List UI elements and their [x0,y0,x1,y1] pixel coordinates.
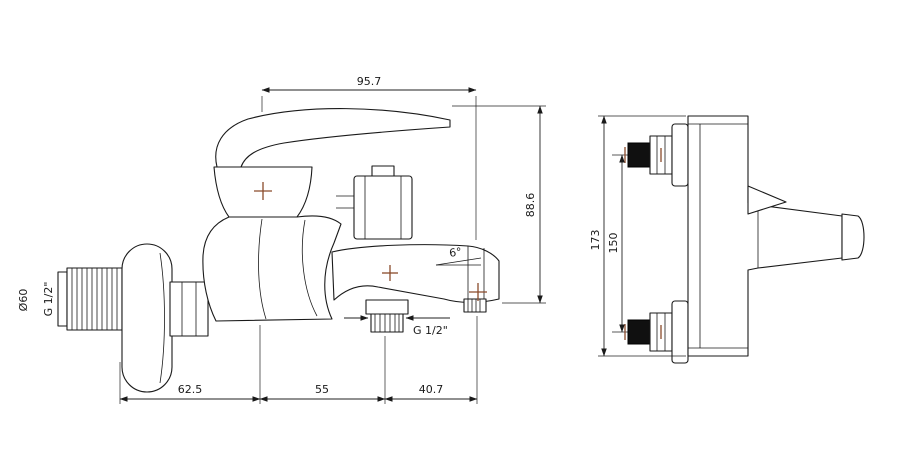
bottom-flange-edge [671,300,689,364]
side-handle-tip [747,185,787,215]
top-flange-edge [671,123,689,187]
dim-bottom-middle-label: 55 [315,383,329,396]
outlet-thread-hatching [374,314,400,332]
dim-top-width-label: 95.7 [357,75,382,88]
side-spout-tip [841,213,865,261]
hex-coupling [169,281,209,337]
diverter-knob [336,165,413,240]
front-view: 95.7 88.6 62.5 55 40.7 Ø60 G 1/2" 6° [17,75,546,404]
dim-center-distance-label: 150 [607,233,620,254]
center-marks-front [254,182,487,301]
inlet-nipple-endcap [57,271,68,327]
aerator [463,298,487,313]
dim-bottom-left-label: 62.5 [178,383,203,396]
front-dimensions: 95.7 88.6 62.5 55 40.7 Ø60 G 1/2" 6° [17,75,546,404]
shower-outlet [365,299,409,333]
bottom-seal [627,319,651,345]
dim-spout-angle-label: 6° [448,245,462,260]
mixer-body [202,215,342,322]
center-marks-side [624,147,662,340]
dim-overall-height-label: 173 [589,230,602,251]
top-seal [627,142,651,168]
side-view: 173 150 [589,115,865,364]
top-inlet-fitting [627,123,689,187]
dim-right-height-label: 88.6 [524,193,537,218]
diverter-button [371,165,395,177]
spout [331,244,500,303]
dim-bottom-right-label: 40.7 [419,383,444,396]
side-dimensions: 173 150 [589,115,686,357]
wall-flange-edge-line [159,252,165,384]
inlet-nipple-thread [66,267,123,331]
lever-handle [215,108,451,168]
dim-outlet-thread-label: G 1/2" [413,324,448,337]
dim-inlet-thread-label: G 1/2" [42,282,55,317]
bottom-inlet-fitting [627,300,689,364]
inlet-thread-hatching [71,268,118,330]
dim-flange-diameter-label: Ø60 [17,289,30,312]
side-body [687,115,865,357]
